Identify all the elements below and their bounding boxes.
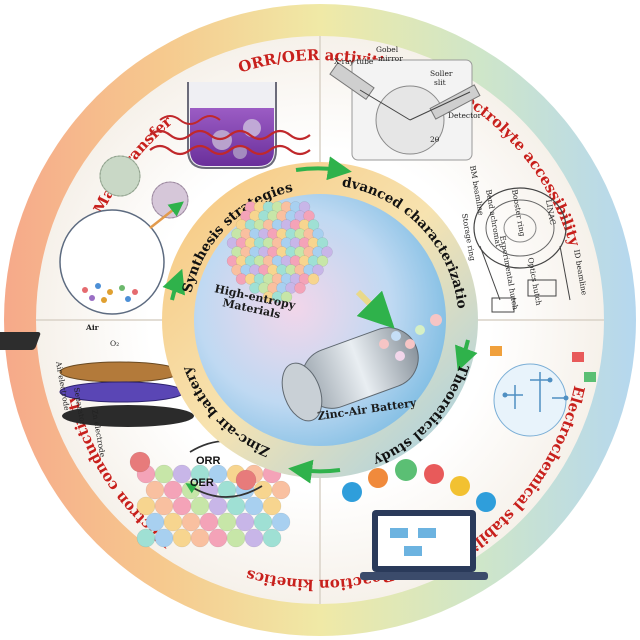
xrd-label-gobel: Gobel — [376, 45, 399, 54]
atom-sphere — [280, 291, 293, 303]
sync-label-linac: LINAC — [544, 199, 557, 226]
computation-illustration — [490, 346, 596, 437]
atom-sphere — [145, 512, 165, 532]
xrd-label-detector: Detector — [448, 111, 482, 120]
atom-sphere — [181, 512, 201, 532]
battery-stack: Air O₂ Air electrode Separator Zn electr… — [0, 323, 194, 458]
atom-sphere — [262, 528, 282, 548]
xrd-label-two-theta: 2θ — [430, 135, 440, 144]
atom-sphere — [208, 496, 228, 516]
xrd-label-slit: slit — [434, 78, 446, 87]
atom-sphere — [154, 496, 174, 516]
atom-sphere — [163, 480, 183, 500]
atom-sphere — [136, 496, 156, 516]
hem-particle — [226, 201, 333, 303]
atom-sphere — [271, 512, 291, 532]
atom-sphere — [172, 464, 192, 484]
atom-sphere — [190, 496, 210, 516]
atom-sphere — [253, 512, 273, 532]
atom-sphere — [136, 528, 156, 548]
atom-sphere — [303, 210, 315, 222]
atom-lattice — [129, 451, 291, 548]
atom-sphere — [271, 480, 291, 500]
atom-sphere — [244, 528, 264, 548]
atom-sphere — [294, 282, 306, 294]
atom-sphere — [199, 512, 219, 532]
atom-sphere — [226, 496, 246, 516]
reaction-arrows: ORR OER — [185, 440, 267, 498]
battery-cylinder — [281, 289, 442, 422]
reaction-label-orr: ORR — [196, 455, 221, 467]
atom-sphere — [129, 451, 151, 473]
atom-sphere — [172, 528, 192, 548]
atom-sphere — [190, 528, 210, 548]
quadrant-dividers — [36, 36, 604, 604]
atom-sphere — [208, 528, 228, 548]
atom-sphere — [226, 528, 246, 548]
xrd-label-xray-tube: X-ray tube — [334, 57, 374, 66]
atom-sphere — [154, 528, 174, 548]
atom-sphere — [307, 273, 320, 285]
reaction-label-oer: OER — [190, 477, 214, 489]
atom-sphere — [316, 255, 329, 267]
atom-sphere — [154, 464, 174, 484]
atom-sphere — [145, 480, 165, 500]
atom-sphere — [163, 512, 183, 532]
battery-label-o2: O₂ — [110, 339, 119, 348]
atom-sphere — [262, 496, 282, 516]
xrd-apparatus: X-ray tube Gobel mirror Soller slit Dete… — [329, 45, 482, 161]
atom-sphere — [312, 264, 324, 276]
atom-sphere — [235, 469, 257, 491]
atom-sphere — [321, 246, 333, 258]
xrd-label-soller: Soller — [430, 69, 453, 78]
atom-sphere — [298, 201, 311, 213]
battery-label-air: Air — [85, 323, 100, 332]
cycle-arrows — [162, 156, 478, 484]
mass-transfer-droplet — [59, 201, 184, 315]
laptop-illustration — [342, 459, 496, 580]
atom-sphere — [307, 219, 320, 231]
atom-sphere — [244, 496, 264, 516]
atom-sphere — [316, 237, 329, 249]
atom-sphere — [172, 496, 192, 516]
atom-sphere — [217, 512, 237, 532]
atom-sphere — [235, 512, 255, 532]
beaker-illustration — [149, 82, 311, 169]
xrd-label-mirror: mirror — [378, 54, 403, 63]
atom-sphere — [312, 228, 324, 240]
